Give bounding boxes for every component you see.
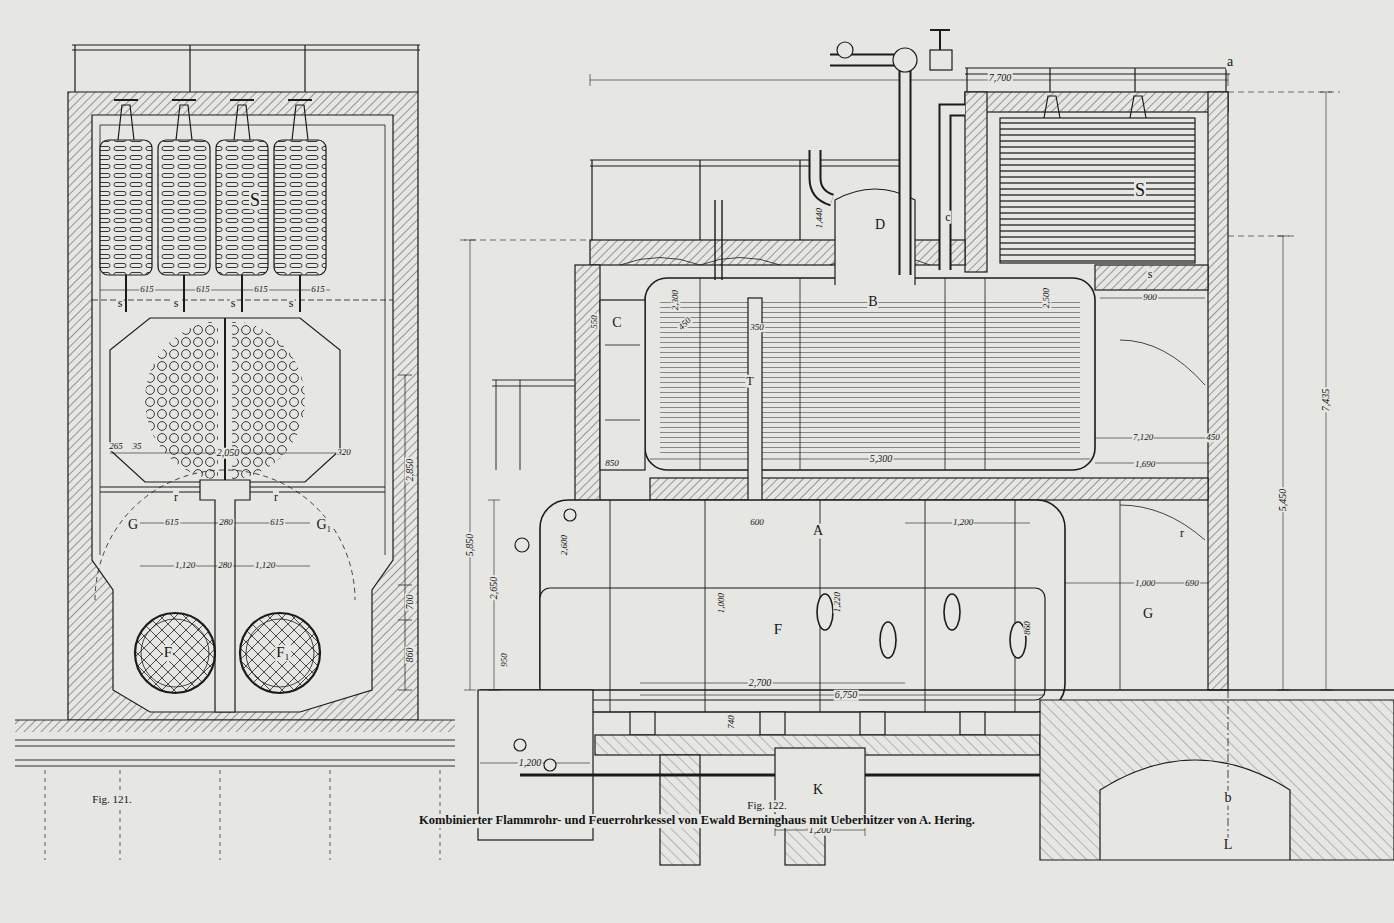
dimension-label: 6,750 xyxy=(834,690,859,701)
part-letter: B xyxy=(867,295,878,310)
part-letter: D xyxy=(874,218,886,233)
part-letter: S xyxy=(249,191,261,210)
part-letter: G₁ xyxy=(316,518,333,533)
dimension-label: 615 xyxy=(269,518,285,527)
part-letter: s xyxy=(1147,268,1154,281)
dimension-label: 2,700 xyxy=(748,678,773,689)
dimension-label: 1,200 xyxy=(952,518,974,527)
dimension-label: 1,120 xyxy=(254,561,276,570)
dimension-label: 450 xyxy=(676,315,694,333)
dimension-label: 600 xyxy=(749,518,765,527)
part-letter: s xyxy=(230,297,237,310)
dimension-label: 615 xyxy=(310,285,326,294)
dimension-label: 1,000 xyxy=(717,592,726,614)
part-letter: F xyxy=(163,645,173,661)
dimension-label: 7,700 xyxy=(988,73,1013,84)
part-letter: r xyxy=(1179,527,1185,540)
figure-caption: Kombinierter Flammrohr- und Feuerrohrkes… xyxy=(419,814,975,828)
part-letter: c xyxy=(944,211,951,224)
part-letter: K xyxy=(812,783,824,798)
dimension-label: 690 xyxy=(1184,579,1200,588)
dimension-label: 2,600 xyxy=(560,534,569,556)
dimension-label: 860 xyxy=(1023,620,1032,636)
dimension-label: 280 xyxy=(217,561,233,570)
dimension-label: 900 xyxy=(1142,293,1158,302)
dimension-label: 1,000 xyxy=(1134,579,1156,588)
part-letter: S xyxy=(1134,181,1146,200)
dimension-label: 35 xyxy=(132,442,143,451)
dimension-label: 2,300 xyxy=(671,289,680,311)
dimension-label: 450 xyxy=(1205,433,1221,442)
dimension-label: 615 xyxy=(253,285,269,294)
dimension-label: 550 xyxy=(590,314,599,330)
part-letter: L xyxy=(1223,838,1234,853)
dimension-label: 1,220 xyxy=(833,591,842,613)
dimension-label: 860 xyxy=(405,647,416,664)
part-letter: s xyxy=(173,297,180,310)
part-letter: G xyxy=(127,518,139,533)
dimension-label: 2,500 xyxy=(1042,287,1051,309)
dimension-label: 280 xyxy=(218,518,234,527)
dimension-label: 740 xyxy=(727,714,736,730)
dimension-label: 615 xyxy=(139,285,155,294)
part-letter: F₁ xyxy=(275,645,291,661)
part-letter: A xyxy=(812,524,824,539)
part-letter: b xyxy=(1224,791,1233,806)
part-letter: F xyxy=(773,622,783,638)
part-letter: s xyxy=(117,297,124,310)
part-letter: T xyxy=(745,375,754,388)
dimension-label: 5,850 xyxy=(465,533,476,558)
part-letter: a xyxy=(1226,55,1234,70)
dimension-label: 615 xyxy=(195,285,211,294)
dimension-label: 1,120 xyxy=(174,561,196,570)
dimension-label: 265 xyxy=(108,442,124,451)
dimension-label: 2,850 xyxy=(405,458,416,483)
dimension-label: 350 xyxy=(749,323,765,332)
dimension-label: 1,440 xyxy=(815,207,824,229)
dimension-label: 700 xyxy=(405,594,416,611)
part-letter: r xyxy=(273,491,279,504)
part-letter: G xyxy=(1142,607,1154,622)
figure-number: Fig. 122. xyxy=(746,800,787,812)
part-letter: C xyxy=(611,316,622,331)
dimension-label: 2,650 xyxy=(489,576,500,601)
dimension-label: 2,050 xyxy=(216,448,241,459)
dimension-label: 850 xyxy=(604,459,620,468)
dimension-label: 1,690 xyxy=(1134,460,1156,469)
dimension-label: 5,450 xyxy=(1278,488,1289,513)
dimension-label: 950 xyxy=(500,652,509,668)
dimension-label: 5,300 xyxy=(869,454,894,465)
dimension-label: 7,120 xyxy=(1132,433,1154,442)
part-letter: r xyxy=(173,491,179,504)
dimension-label: 1,200 xyxy=(518,758,543,769)
dimension-label: 7,435 xyxy=(1321,388,1332,413)
figure-number: Fig. 121. xyxy=(91,794,132,806)
part-letter: s xyxy=(288,297,295,310)
dimension-label: 615 xyxy=(164,518,180,527)
dimension-label: 320 xyxy=(336,448,352,457)
